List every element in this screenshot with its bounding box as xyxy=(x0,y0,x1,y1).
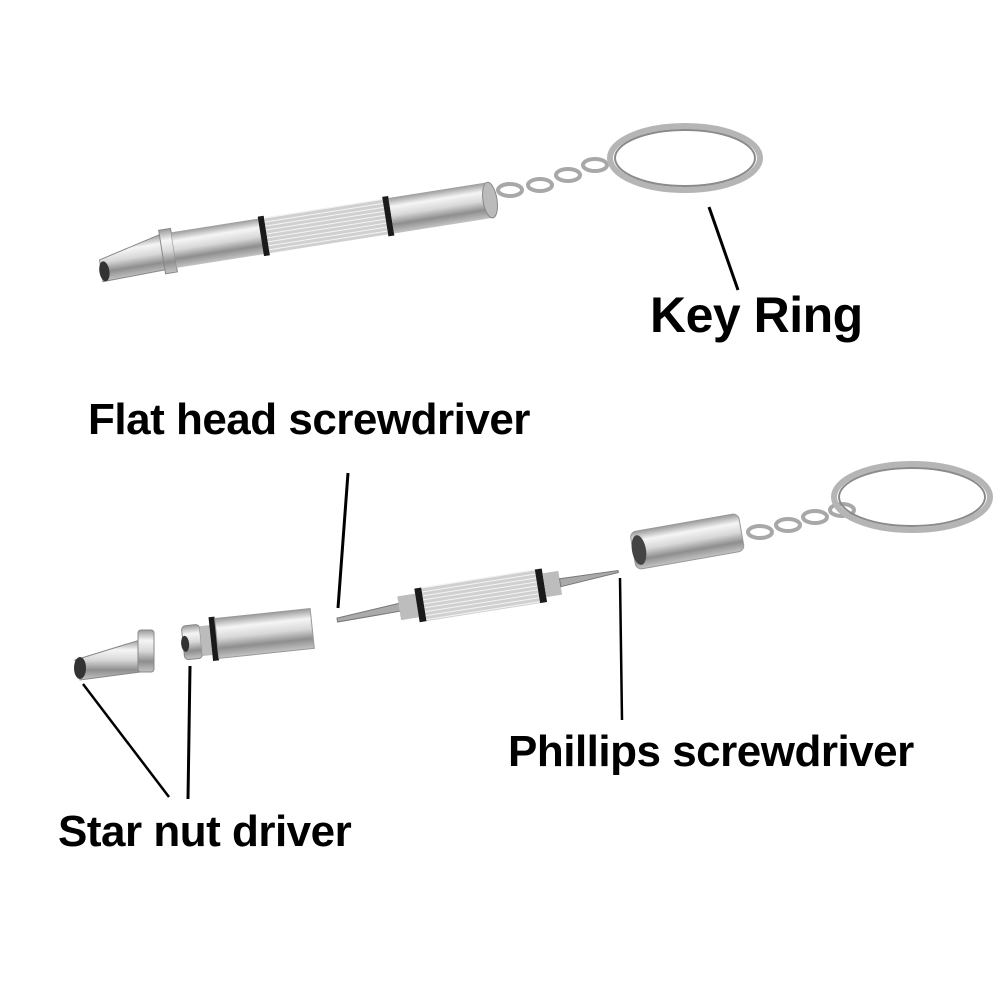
star-nut-callout-line-cap xyxy=(82,683,170,798)
star-nut-barrel xyxy=(181,608,315,661)
star-nut-cap xyxy=(74,629,155,681)
key-chain-top xyxy=(496,157,609,198)
double-ended-bit xyxy=(336,568,619,623)
phillips-callout-line xyxy=(618,577,624,721)
assembled-screwdriver xyxy=(99,181,498,283)
star-nut-callout-line-barrel xyxy=(186,665,192,800)
star-nut-driver-label: Star nut driver xyxy=(58,807,352,856)
key-ring-top xyxy=(607,123,763,193)
flat-head-screwdriver-label: Flat head screwdriver xyxy=(88,395,530,444)
key-ring-barrel xyxy=(630,513,745,570)
key-ring-callout-line xyxy=(707,206,740,291)
flat-head-callout-line xyxy=(336,472,350,609)
key-ring-bottom xyxy=(831,461,993,533)
phillips-screwdriver-label: Phillips screwdriver xyxy=(508,727,914,776)
key-ring-label: Key Ring xyxy=(650,287,863,343)
